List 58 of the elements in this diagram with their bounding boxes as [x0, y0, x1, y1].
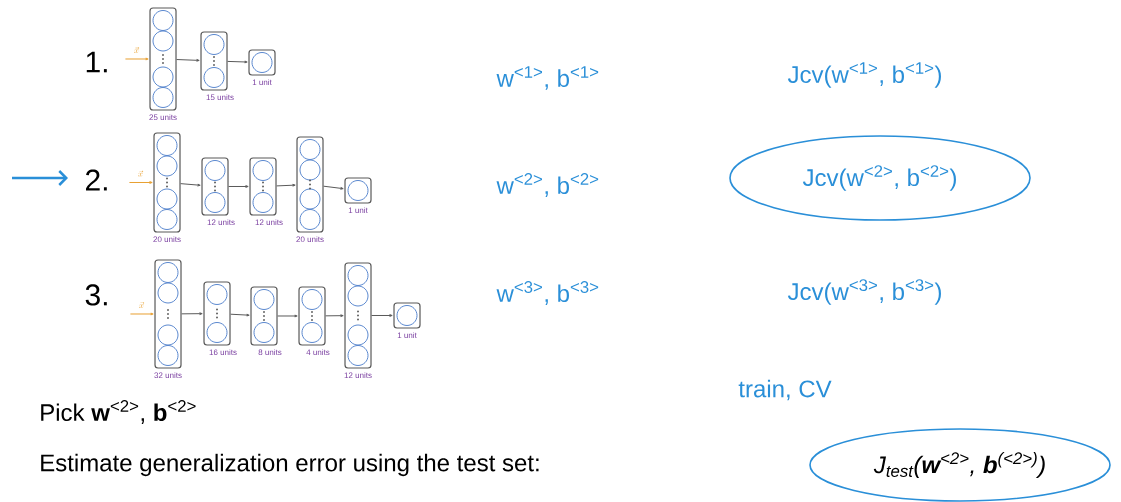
arrow — [277, 314, 298, 318]
layer-box — [200, 31, 228, 91]
unit-count: 25 units — [149, 114, 177, 121]
unit-count: 12 units — [207, 219, 235, 226]
arrow — [181, 312, 203, 315]
unit-count: 15 units — [206, 94, 234, 101]
edge-label: $\vec{x}$ — [138, 170, 144, 177]
layer-box — [248, 49, 276, 76]
arrow — [227, 60, 248, 64]
unit-count: 1 unit — [348, 207, 368, 214]
arrow — [228, 185, 249, 188]
text-line: Pick w$^{<2>}$, b$^{<2>}$ — [41, 400, 196, 424]
layer-box — [153, 132, 181, 233]
row-number: 1. — [86, 51, 107, 73]
handwritten-note: w$^{<3>}$, b$^{<3>}$ — [496, 281, 599, 305]
layer-box — [201, 157, 229, 216]
arrow — [323, 185, 344, 190]
arrow — [276, 183, 296, 187]
layer-box — [344, 177, 372, 204]
arrow — [230, 313, 250, 317]
layer-box — [344, 262, 372, 369]
layer-box — [296, 136, 324, 233]
arrow — [371, 314, 393, 317]
arrow — [180, 183, 201, 187]
handwritten-note: w$^{<2>}$, b$^{<2>}$ — [496, 173, 599, 197]
circled-formula: J$_{test}$(w$^{<2>}$, b$^{(<2>)}$) — [809, 428, 1111, 502]
handwritten-note: w$^{<1>}$, b$^{<1>}$ — [496, 66, 599, 90]
edge-label: $\vec{x}$ — [139, 302, 145, 308]
layer-box — [249, 157, 277, 216]
layer-box — [154, 259, 182, 369]
layer-box — [149, 7, 177, 111]
unit-count: 16 units — [209, 349, 237, 356]
unit-count: 4 units — [306, 349, 330, 356]
layer-box — [298, 286, 326, 346]
arrow — [176, 58, 200, 62]
layer-box — [203, 281, 231, 346]
handwritten-note: Jcv(w$^{<3>}$, b$^{<3>}$) — [787, 279, 941, 305]
row-number: 2. — [86, 169, 107, 191]
arrow — [325, 314, 344, 318]
unit-count: 1 unit — [397, 332, 417, 339]
unit-count: 1 unit — [252, 79, 272, 86]
circled-formula: Jcv(w$^{<2>}$, b$^{<2>}$) — [729, 135, 1031, 221]
unit-count: 12 units — [344, 372, 372, 379]
unit-count: 8 units — [258, 349, 282, 356]
arrow — [128, 181, 153, 184]
text-line: Estimate generalization error using the test set: — [41, 453, 539, 477]
row-number: 3. — [85, 284, 107, 306]
unit-count: 20 units — [296, 236, 324, 243]
layer-box — [393, 302, 421, 329]
handwritten-note: train, CV — [738, 379, 832, 401]
handwritten-note: Jcv(w$^{<1>}$, b$^{<1>}$) — [787, 62, 941, 88]
unit-count: 20 units — [153, 236, 181, 243]
layer-box — [250, 286, 278, 346]
edge-label: $\vec{x}$ — [134, 47, 140, 53]
arrow — [129, 312, 154, 316]
arrow — [124, 57, 149, 61]
unit-count: 32 units — [154, 372, 182, 379]
unit-count: 12 units — [255, 219, 283, 226]
